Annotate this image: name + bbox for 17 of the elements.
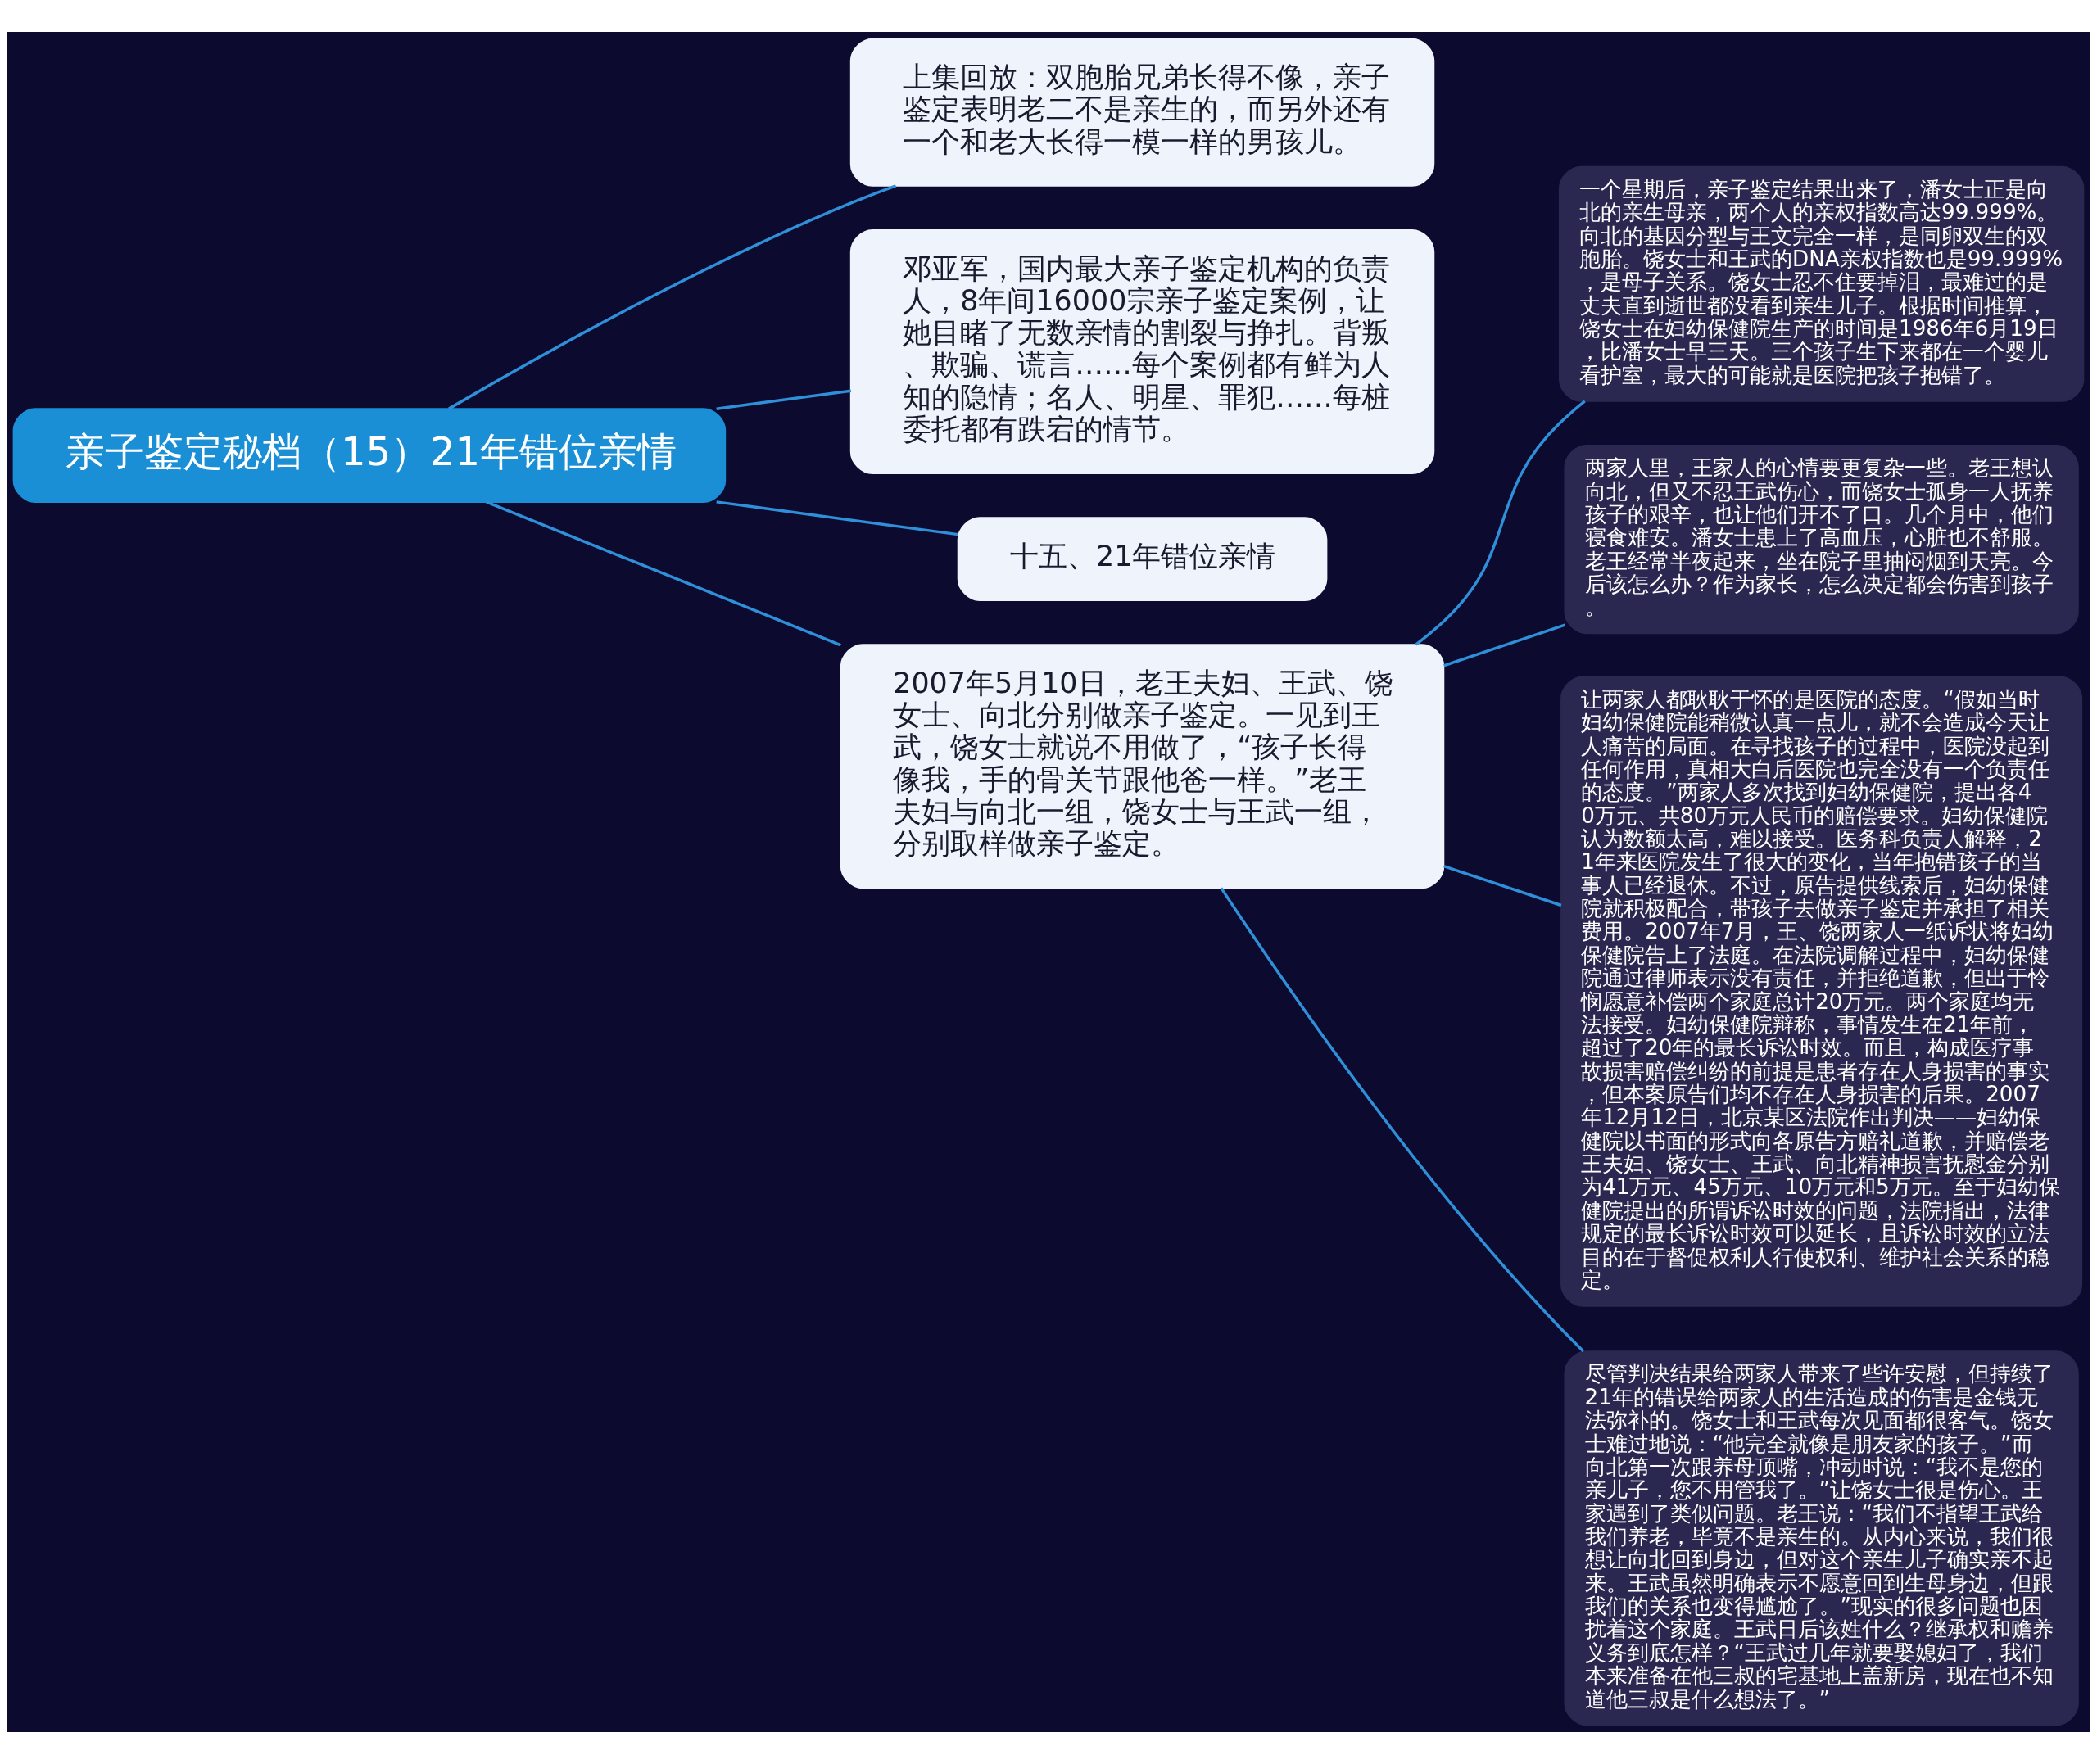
connector [1220,887,1585,1353]
connector [716,500,958,536]
node-box: 十五、21年错位亲情 [957,517,1328,601]
connector [1443,623,1565,667]
connector [1443,865,1562,907]
node-box: 上集回放：双胞胎兄弟长得不像，亲子鉴定表明老二不是亲生的，而另外还有一个和老大长得一模一样的男孩儿。 [849,38,1435,187]
node-box: 亲子鉴定秘档（15）21年错位亲情 [12,408,727,503]
node-box: 尽管判决结果给两家人带来了些许安慰，但持续了21年的错误给两家人的生活造成的伤害是金钱无法弥补的。饶女士和王武每次见面都很客气。饶女士难过地说：“他完全就像是朋友家的孩子。”而向北第一次跟养母顶嘴，冲动时说：“我不是您的亲儿子，您不用管我了。”让饶女士很是伤心。王家遇到了类似问题。老王说：“我们不指望王武给我们养老，毕竟不是亲生的。从内心来说，我们很想让向北回到身边，但对这个亲生儿子确实亲不起来。王武虽然明确表示不愿意回到生母身边，但跟我们的关系也变得尴尬了。”现实的很多问题也困扰着这个家庭。王武日后该姓什么？继承权和赡养义务到底怎样？“王武过几年就要娶媳妇了，我们本来准备在他三叔的宅基地上盖新房，现在也不知道他三叔是什么想法了。” [1564,1350,2079,1726]
node-box: 一个星期后，亲子鉴定结果出来了，潘女士正是向北的亲生母亲，两个人的亲权指数高达99.999%。向北的基因分型与王文完全一样，是同卵双生的双胞胎。饶女士和王武的DNA亲权指数也是99.999%，是母子关系。饶女士忍不住要掉泪，最难过的是丈夫直到逝世都没看到亲生儿子。根据时间推算，饶女士在妇幼保健院生产的时间是1986年6月19日，比潘女士早三天。三个孩子生下来都在一个婴儿看护室，最大的可能就是医院把孩子抱错了。 [1558,165,2085,402]
node-box: 让两家人都耿耿于怀的是医院的态度。“假如当时妇幼保健院能稍微认真一点儿，就不会造成今天让人痛苦的局面。在寻找孩子的过程中，医院没起到任何作用，真相大白后医院也完全没有一个负责任的态度。”两家人多次找到妇幼保健院，提出各40万元、共80万元人民币的赔偿要求。妇幼保健院认为数额太高，难以接受。医务科负责人解释，21年来医院发生了很大的变化，当年抱错孩子的当事人已经退休。不过，原告提供线索后，妇幼保健院就积极配合，带孩子去做亲子鉴定并承担了相关费用。2007年7月，王、饶两家人一纸诉状将妇幼保健院告上了法庭。在法院调解过程中，妇幼保健院通过律师表示没有责任，并拒绝道歉，但出于怜悯愿意补偿两个家庭总计20万元。两个家庭均无法接受。妇幼保健院辩称，事情发生在21年前，超过了20年的最长诉讼时效。而且，构成医疗事故损害赔偿纠纷的前提是患者存在人身损害的事实，但本案原告们均不存在人身损害的后果。2007年12月12日，北京某区法院作出判决——妇幼保健院以书面的形式向各原告方赔礼道歉，并赔偿老王夫妇、饶女士、王武、向北精神损害抚慰金分别为41万元、45万元、10万元和5万元。至于妇幼保健院提出的所谓诉讼时效的问题，法院指出，法律规定的最长诉讼时效可以延长，且诉讼时效的立法目的在于督促权利人行使权利、维护社会关系的稳定。 [1560,676,2083,1307]
connector [1415,400,1586,646]
connector [486,500,841,647]
node-box: 两家人里，王家人的心情要更复杂一些。老王想认向北，但又不忍王武伤心，而饶女士孤身一人抚养孩子的艰辛，也让他们开不了口。几个月中，他们寝食难安。潘女士患上了高血压，心脏也不舒服。老王经常半夜起来，坐在院子里抽闷烟到天亮。今后该怎么办？作为家长，怎么决定都会伤害到孩子。 [1564,445,2079,635]
connector [448,184,897,410]
connector [716,389,852,411]
node-box: 邓亚军，国内最大亲子鉴定机构的负责人，8年间16000宗亲子鉴定案例，让她目睹了无数亲情的割裂与挣扎。背叛、欺骗、谎言……每个案例都有鲜为人知的隐情；名人、明星、罪犯……每桩委托都有跌宕的情节。 [849,229,1435,474]
node-box: 2007年5月10日，老王夫妇、王武、饶女士、向北分别做亲子鉴定。一见到王武，饶女士就说不用做了，“孩子长得像我，手的骨关节跟他爸一样。”老王夫妇与向北一组，饶女士与王武一组，分别取样做亲子鉴定。 [840,644,1445,889]
